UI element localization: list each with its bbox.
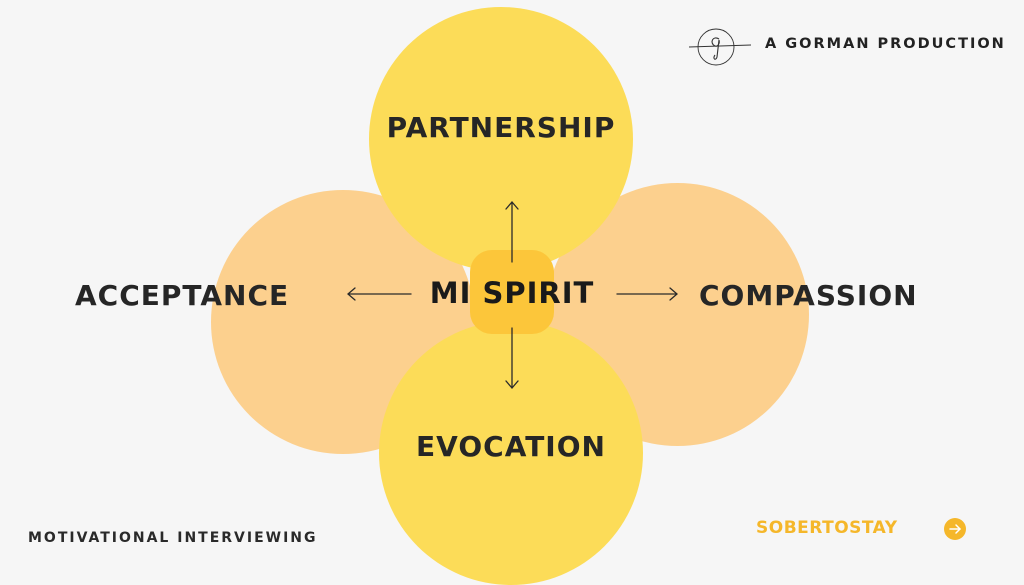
arrow-right <box>616 287 678 301</box>
producer-credit: A GORMAN PRODUCTION <box>765 36 1006 52</box>
arrow-up <box>505 201 519 263</box>
center-core <box>470 250 554 334</box>
partnership-label: PARTNERSHIP <box>386 111 616 144</box>
mi-spirit-label: MI SPIRIT <box>429 276 595 310</box>
next-button[interactable] <box>944 518 966 540</box>
evocation-circle <box>379 321 643 585</box>
signature-g-logo-icon <box>689 28 752 66</box>
arrow-down <box>505 327 519 389</box>
partnership-circle <box>369 7 633 271</box>
evocation-label: EVOCATION <box>416 430 606 463</box>
arrow-right-icon <box>949 524 961 534</box>
subject-label: MOTIVATIONAL INTERVIEWING <box>28 530 318 546</box>
arrow-left <box>347 287 412 301</box>
channel-name: SOBERTOSTAY <box>756 518 898 538</box>
acceptance-label: ACCEPTANCE <box>75 279 290 312</box>
compassion-label: COMPASSION <box>699 279 918 312</box>
